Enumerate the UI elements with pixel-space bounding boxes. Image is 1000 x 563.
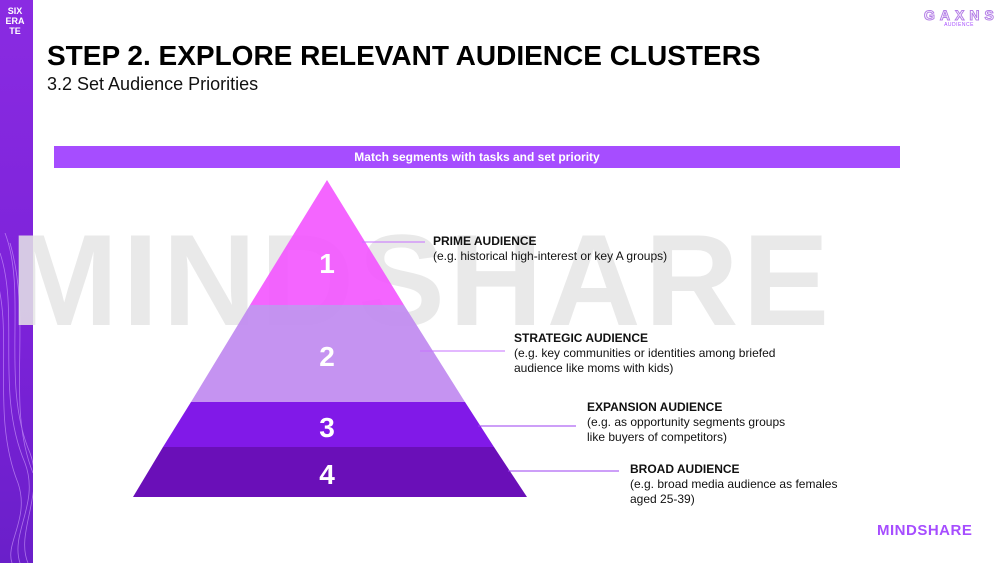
page-subtitle: 3.2 Set Audience Priorities — [47, 74, 259, 94]
tier-3-label: EXPANSION AUDIENCE (e.g. as opportunity … — [587, 400, 802, 445]
page-title: STEP 2. EXPLORE RELEVANT AUDIENCE CLUSTE… — [47, 40, 761, 71]
tier-1-label: PRIME AUDIENCE (e.g. historical high-int… — [433, 234, 713, 264]
tier-2-desc: (e.g. key communities or identities amon… — [514, 346, 776, 375]
tier-4-name: BROAD AUDIENCE — [630, 462, 740, 476]
tier-2-number: 2 — [319, 341, 335, 372]
tier-1-desc: (e.g. historical high-interest or key A … — [433, 249, 668, 263]
side-logo: SIX ERA TE — [4, 6, 26, 36]
tier-4-number: 4 — [319, 459, 335, 490]
top-logo-text: GAXNS — [924, 7, 999, 24]
top-logo-subtext: AUDIENCE — [944, 22, 974, 28]
tier-3-shape — [163, 402, 494, 447]
tier-4-desc: (e.g. broad media audience as females ag… — [630, 477, 838, 506]
sidebar-decorative-lines — [0, 233, 33, 563]
left-sidebar: SIX ERA TE — [0, 0, 33, 563]
side-logo-line: TE — [9, 26, 21, 36]
tier-3-number: 3 — [319, 412, 335, 443]
tier-1-name: PRIME AUDIENCE — [433, 234, 537, 248]
tier-1-number: 1 — [319, 248, 335, 279]
tier-2-label: STRATEGIC AUDIENCE (e.g. key communities… — [514, 331, 799, 376]
brand-logo: MINDSHARE — [877, 522, 973, 539]
side-logo-line: SIX — [7, 6, 23, 16]
tier-2-name: STRATEGIC AUDIENCE — [514, 331, 649, 345]
watermark: MINDSHARE — [10, 207, 834, 353]
tier-4-label: BROAD AUDIENCE (e.g. broad media audienc… — [630, 462, 855, 507]
tier-1-shape — [250, 180, 404, 305]
tier-3-name: EXPANSION AUDIENCE — [587, 400, 723, 414]
tier-3-desc: (e.g. as opportunity segments groups lik… — [587, 415, 786, 444]
side-logo-line: ERA — [5, 16, 25, 26]
top-right-logo: GAXNS AUDIENCE — [924, 3, 999, 29]
tier-2-shape — [191, 305, 465, 402]
instruction-banner: Match segments with tasks and set priori… — [54, 146, 900, 168]
tier-4-shape — [133, 447, 527, 497]
